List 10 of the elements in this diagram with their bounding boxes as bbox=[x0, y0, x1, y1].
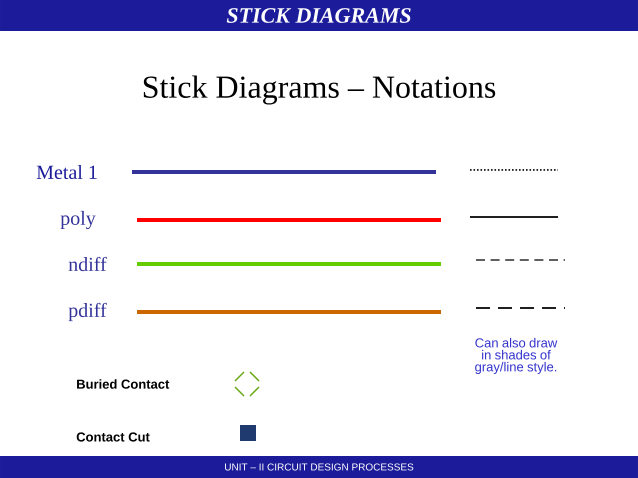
legend-label: ndiff bbox=[68, 256, 107, 272]
legend-label: Buried Contact bbox=[77, 379, 170, 389]
legend-label: pdiff bbox=[68, 302, 107, 322]
legend-label: poly bbox=[60, 210, 96, 230]
slide-title: Stick Diagrams – Notations bbox=[144, 75, 496, 105]
header-bar: STICK DIAGRAMS bbox=[0, 0, 638, 31]
legend-label: Contact Cut bbox=[76, 432, 150, 442]
legend-label: Metal 1 bbox=[36, 164, 97, 180]
note-text: Can also draw in shades of gray/line style. bbox=[475, 338, 558, 374]
footer-bar: UNIT – II CIRCUIT DESIGN PROCESSES bbox=[0, 456, 638, 478]
